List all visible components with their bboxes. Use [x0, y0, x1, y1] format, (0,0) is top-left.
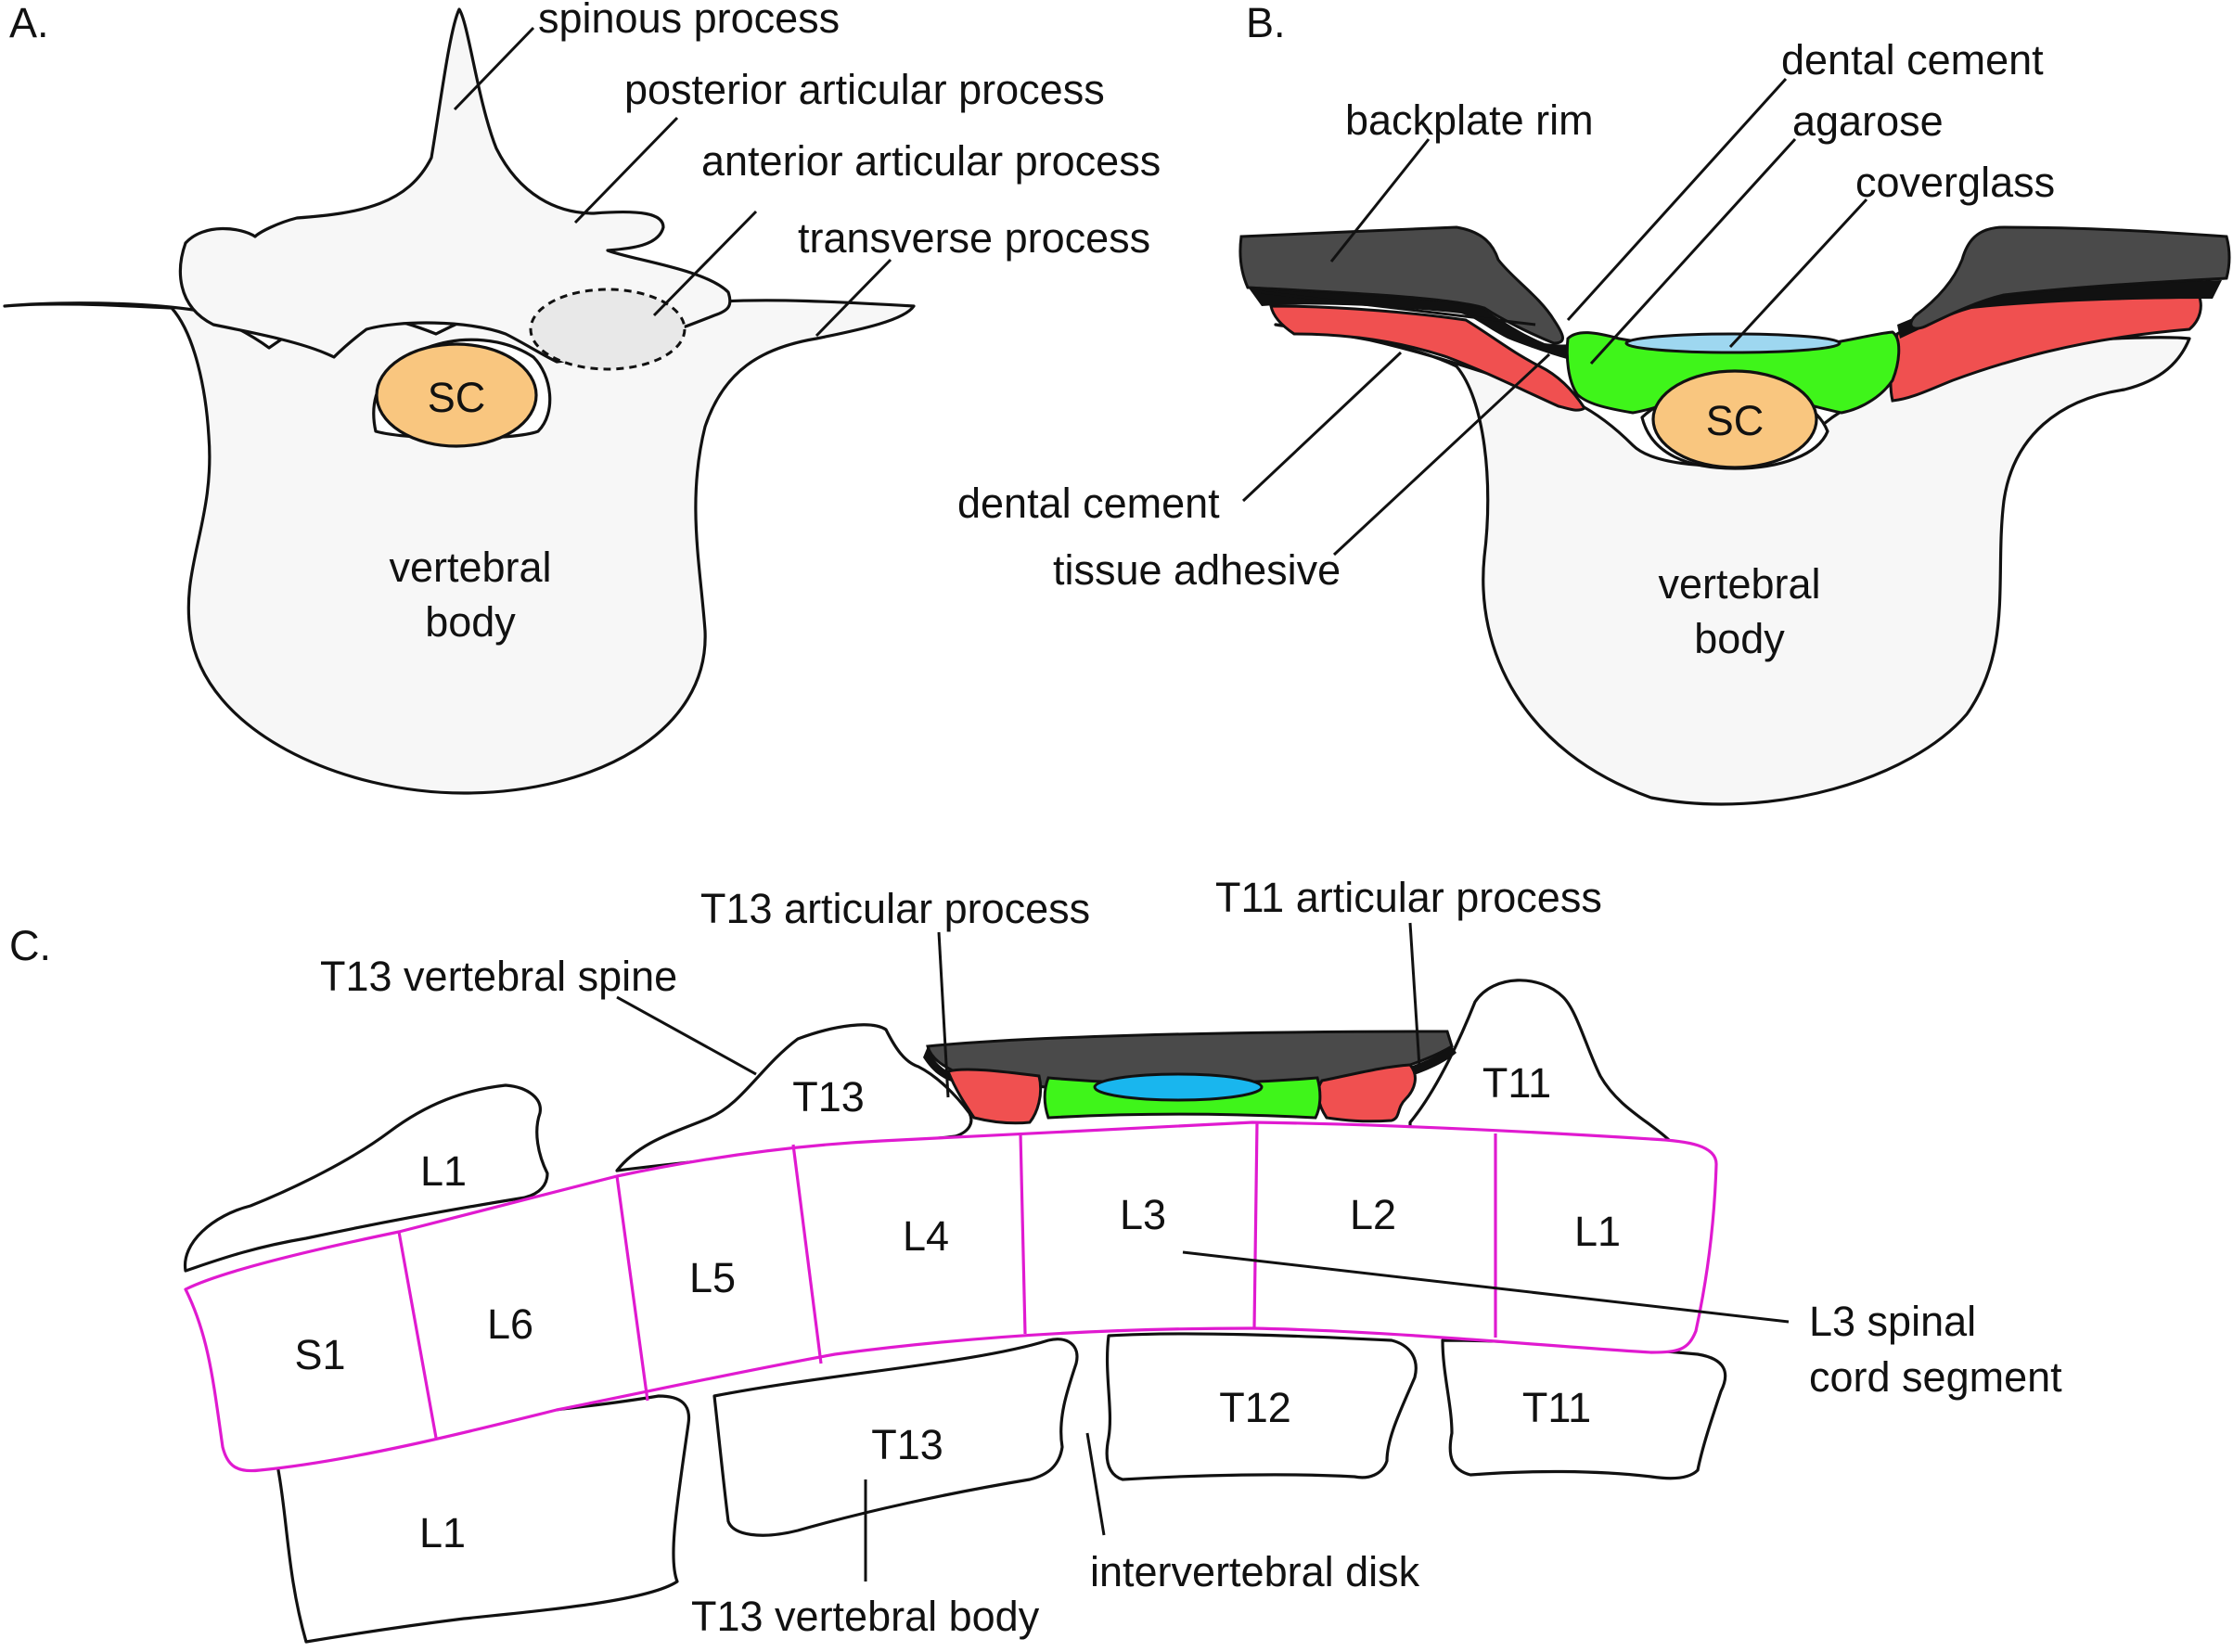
segment-l6: L6: [487, 1300, 533, 1348]
label-dental-cement-bottom: dental cement: [957, 480, 1220, 527]
segment-l5: L5: [689, 1254, 736, 1301]
body-t13: [712, 1338, 1079, 1537]
label-vertebral-a-1: vertebral: [389, 544, 551, 591]
leader-coverglass: [1728, 198, 1868, 349]
label-t11-articular-process: T11 articular process: [1215, 874, 1602, 921]
spinal-cord-b-label: SC: [1706, 397, 1765, 444]
tissue-adhesive-c-left: [945, 1068, 1043, 1125]
label-dental-cement-top: dental cement: [1781, 36, 2044, 83]
label-t13-articular-process: T13 articular process: [700, 885, 1090, 932]
segment-divider-5: [1252, 1121, 1259, 1329]
segment-divider-3: [791, 1144, 823, 1364]
spinal-cord-c-outline: [184, 1121, 1718, 1473]
backplate-rim-left: [1238, 225, 1564, 345]
leader-dental-cement-top: [1566, 77, 1788, 322]
anterior-articular-process-a: [529, 288, 687, 371]
leader-dental-cement-bottom: [1261, 290, 1536, 327]
leader-backplate-rim: [1329, 138, 1431, 263]
body-t11-label: T11: [1522, 1384, 1591, 1431]
label-spinous-process: spinous process: [538, 0, 840, 42]
label-posterior-articular-process: posterior articular process: [624, 66, 1105, 113]
label-t13-vertebral-body: T13 vertebral body: [691, 1593, 1040, 1640]
tissue-adhesive-c-right: [1316, 1063, 1417, 1123]
leader-transverse: [815, 258, 892, 338]
label-tissue-adhesive: tissue adhesive: [1053, 546, 1341, 594]
panel-c-letter: C.: [9, 922, 51, 969]
segment-l1: L1: [1574, 1208, 1621, 1255]
leader-anterior-articular: [652, 210, 758, 317]
coverglass-c: [1093, 1072, 1264, 1102]
spine-t11-label: T11: [1482, 1059, 1551, 1107]
backplate-rim-right: [1909, 225, 2231, 330]
vertebra-a-arch: [178, 7, 732, 364]
leader-tissue-adhesive: [1332, 352, 1551, 557]
dental-cement-left: [1245, 283, 1577, 362]
body-t12: [1105, 1332, 1418, 1481]
label-coverglass: coverglass: [1855, 159, 2055, 206]
label-anterior-articular-process: anterior articular process: [701, 137, 1161, 185]
body-t12-label: T12: [1219, 1384, 1291, 1431]
leader-t11-articular: [1408, 922, 1421, 1068]
spinal-cord-a: [375, 342, 538, 448]
label-l3-segment-1: L3 spinal: [1809, 1298, 1976, 1345]
panel-b-letter: B.: [1246, 0, 1286, 46]
leader-dental-cement-bottom-2: [1241, 351, 1403, 503]
segment-divider-4: [1019, 1133, 1027, 1335]
label-agarose: agarose: [1792, 97, 1944, 145]
segment-s1: S1: [294, 1331, 345, 1378]
leader-t13-spine: [616, 995, 757, 1076]
label-vertebral-a-2: body: [425, 598, 516, 646]
panel-a-letter: A.: [9, 0, 49, 46]
panel-b: B. SC backplate rim dental cement agaros: [957, 0, 2231, 806]
leader-l3-segment: [1182, 1250, 1790, 1324]
spine-l1-label: L1: [420, 1147, 467, 1195]
label-l3-segment-2: cord segment: [1809, 1353, 2062, 1401]
label-vertebral-b-1: vertebral: [1658, 560, 1820, 608]
segment-l2: L2: [1350, 1191, 1396, 1238]
leader-t13-articular: [937, 931, 950, 1098]
spine-l1-left: [184, 1083, 549, 1273]
segment-divider-1: [397, 1231, 438, 1439]
tissue-adhesive-left: [1269, 304, 1587, 412]
segment-l4: L4: [903, 1212, 949, 1260]
body-l1-label: L1: [419, 1509, 466, 1556]
label-intervertebral-disk: intervertebral disk: [1090, 1548, 1420, 1595]
segment-l3: L3: [1120, 1191, 1166, 1238]
vertebra-b-body: [1274, 323, 2191, 806]
label-transverse-process: transverse process: [798, 214, 1150, 262]
label-t13-vertebral-spine: T13 vertebral spine: [320, 953, 677, 1000]
label-vertebral-b-2: body: [1694, 615, 1785, 662]
body-t13-label: T13: [871, 1421, 943, 1468]
leader-posterior-articular: [573, 116, 679, 224]
leader-spinous: [453, 26, 535, 111]
leader-intervertebral-disk: [1085, 1432, 1106, 1536]
spine-t13-label: T13: [792, 1073, 865, 1121]
label-backplate-rim: backplate rim: [1345, 96, 1594, 144]
spinal-cord-b: [1651, 369, 1818, 469]
spinal-cord-a-label: SC: [428, 374, 486, 421]
panel-c: C. S1 L6 L5 L4 L3: [9, 874, 2062, 1644]
panel-a: A. SC spinous process posterior articula…: [3, 0, 1161, 795]
leader-agarose: [1589, 137, 1797, 365]
segment-divider-2: [615, 1175, 649, 1402]
